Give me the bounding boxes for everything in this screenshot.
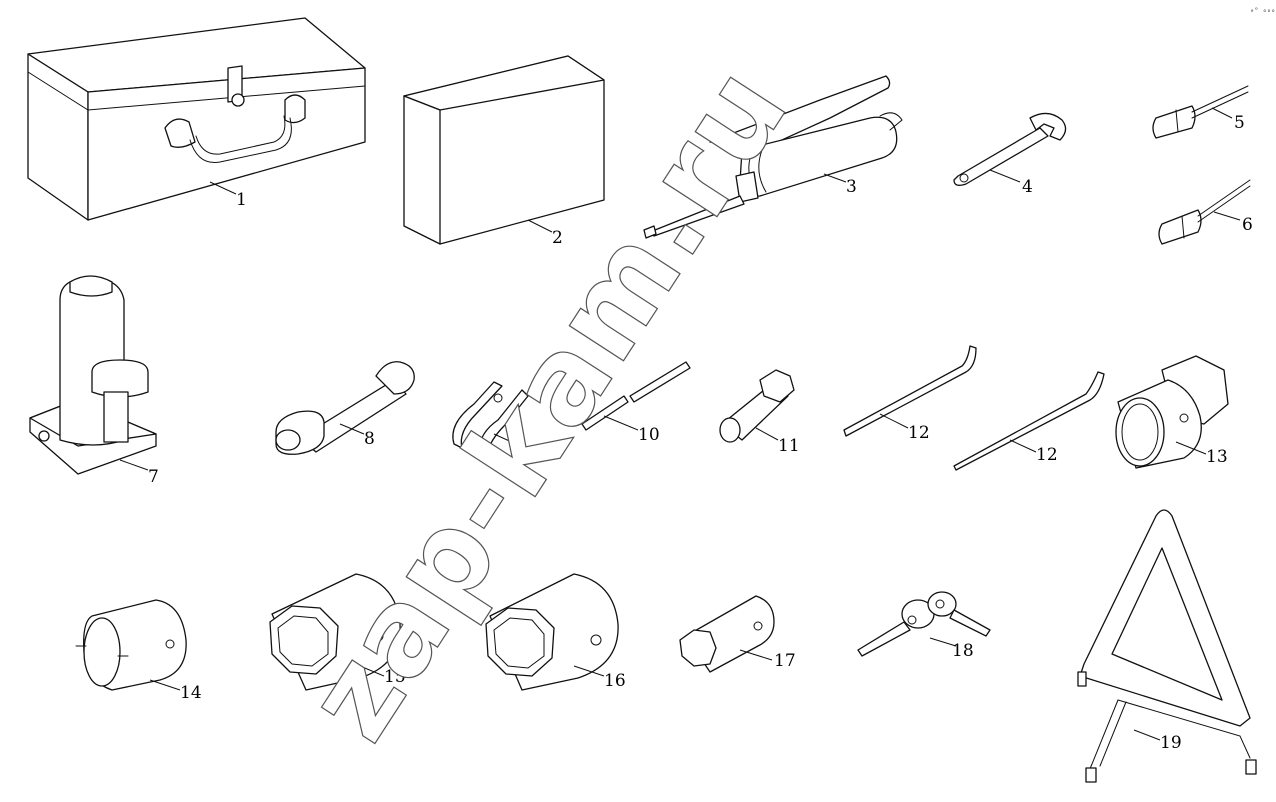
callout-3: 3: [846, 177, 857, 197]
callout-19: 19: [1160, 733, 1182, 753]
screwdriver-5-drawing: [1152, 85, 1249, 139]
callout-1: 1: [236, 190, 247, 210]
callout-14: 14: [180, 683, 202, 703]
callout-4: 4: [1022, 177, 1033, 197]
callout-6: 6: [1242, 215, 1253, 235]
callout-2: 2: [552, 228, 563, 248]
pliers-drawing: [452, 381, 529, 457]
octagon-socket-15-drawing: [269, 573, 401, 691]
callout-12b: 12: [1036, 445, 1058, 465]
callout-16: 16: [604, 671, 626, 691]
grease-gun-drawing: [643, 75, 903, 239]
warning-triangle-drawing: [1077, 509, 1257, 783]
rods-drawing: [581, 361, 691, 431]
callout-5: 5: [1234, 113, 1245, 133]
callout-7: 7: [148, 467, 159, 487]
callout-13: 13: [1206, 447, 1228, 467]
bar-b-drawing: [953, 371, 1105, 471]
corner-mark: ₑᵒ ₒₒₒ: [1250, 6, 1275, 14]
callout-18: 18: [952, 641, 974, 661]
bar-a-drawing: [843, 345, 977, 437]
hex-socket-drawing: [679, 595, 775, 673]
socket-wrench-drawing: [275, 361, 415, 455]
callout-17: 17: [774, 651, 796, 671]
callout-11: 11: [778, 436, 800, 456]
callout-10: 10: [638, 425, 660, 445]
callout-15: 15: [384, 667, 406, 687]
hub-cap-tool-drawing: [75, 599, 187, 691]
keys-drawing: [857, 591, 991, 657]
box-socket-drawing: [719, 369, 795, 443]
toolbox-drawing: [27, 17, 366, 221]
callout-12a: 12: [908, 423, 930, 443]
bottle-jack-drawing: [29, 275, 157, 475]
box-drawing: [403, 55, 605, 245]
octagon-socket-16-drawing: [485, 573, 619, 691]
callout-8: 8: [364, 429, 375, 449]
screwdriver-6-drawing: [1158, 179, 1251, 245]
hub-socket-drawing: [1115, 355, 1229, 469]
adjustable-wrench-drawing: [953, 112, 1067, 186]
callout-9: 9: [516, 441, 527, 461]
